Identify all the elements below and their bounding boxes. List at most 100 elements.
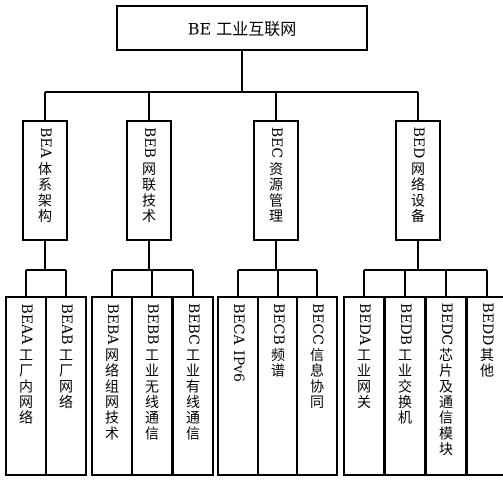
node-label-segment: 片	[439, 364, 453, 380]
node-label-segment: 线	[186, 395, 200, 411]
node-label-segment: 工	[398, 348, 412, 364]
node-label-segment: IPv6	[230, 350, 246, 382]
node-label-segment: 网	[59, 379, 73, 395]
node-label-segment: 架	[38, 193, 52, 209]
node-label-segment: 谱	[271, 364, 285, 380]
node-label-segment: 业	[145, 364, 159, 380]
category-node-box	[126, 120, 172, 241]
child-node-box	[5, 296, 47, 476]
node-label-segment: 信	[145, 426, 159, 442]
child-node-box	[131, 296, 173, 476]
node-label-segment: 通	[186, 411, 200, 427]
node-label-segment: 网	[19, 395, 33, 411]
node-label-segment: 机	[398, 411, 412, 427]
child-node: BEDD 其他BEDD其他	[466, 296, 503, 476]
node-label-segment: BECB	[270, 303, 286, 345]
node-label: BEA 体系架构	[45, 117, 136, 133]
node-label-segment: 厂	[59, 364, 73, 380]
child-node-box	[172, 296, 214, 476]
node-label-segment: 技	[105, 411, 119, 427]
node-label-segment: 有	[186, 379, 200, 395]
node-label-segment: 网	[105, 348, 119, 364]
node-label-segment: 络	[411, 178, 425, 194]
node-label-segment: 网	[411, 162, 425, 178]
node-label-segment: 设	[411, 193, 425, 209]
node-label-segment: 组	[105, 379, 119, 395]
connector-lines	[25, 50, 488, 297]
child-node-box	[217, 296, 259, 476]
node-label-segment: 厂	[19, 364, 33, 380]
node-label: BEB 网联技术	[149, 117, 240, 133]
node-label-segment: 同	[310, 395, 324, 411]
node-label-segment: 备	[411, 208, 425, 225]
node-label: BED 网络设备	[418, 116, 503, 133]
root-node-box	[116, 5, 368, 51]
node-label-segment: 工	[186, 348, 200, 364]
node-label-segment: 线	[145, 395, 159, 411]
node-label-segment: 息	[310, 363, 324, 380]
node-label-segment: 其	[480, 348, 494, 364]
node-label-segment: BEAA	[18, 304, 34, 346]
node-label-segment: 通	[439, 395, 453, 411]
child-node: BEAA 工厂内网络BEAA工厂内网络	[5, 296, 47, 476]
node-label-segment: 信	[186, 426, 200, 442]
node-label-segment: 网	[357, 379, 371, 395]
node-label: BEC 资源管理	[276, 117, 368, 133]
node-label-segment: 芯	[439, 348, 453, 364]
node-label-segment: 块	[439, 442, 453, 458]
node-label-segment: BEBA	[104, 303, 120, 345]
node-label-segment: 管	[269, 193, 283, 209]
node-label-segment: 工	[145, 348, 159, 364]
node-label-segment: 业	[398, 364, 412, 380]
node-label-segment: 网	[105, 395, 119, 411]
root-node-label: BE 工业互联网	[188, 20, 297, 39]
child-node: BECB 频谱BECB频谱	[257, 296, 299, 476]
node-label-segment: BEA	[37, 127, 53, 159]
child-node: BEBA 网络组网技术BEBA网络组网技术	[91, 296, 133, 476]
node-label-segment: 关	[357, 395, 371, 411]
node-label-segment: 业	[357, 364, 371, 380]
node-label-segment: 频	[271, 348, 285, 364]
child-node: BEDC 芯片及通信模块BEDC芯片及通信模块	[425, 296, 467, 476]
child-node: BECC 信息协同BECC信息协同	[296, 296, 338, 476]
node-label-segment: BECA	[230, 303, 246, 345]
node-label-segment: 体	[38, 162, 52, 178]
node-label-segment: 换	[398, 394, 412, 411]
node-label-segment: 联	[142, 178, 156, 194]
category-node-box	[22, 120, 68, 241]
node-label-segment: 内	[19, 379, 33, 395]
node-label-segment: 及	[439, 379, 453, 395]
node-label-segment: BEAB	[58, 303, 74, 344]
node-label-segment: 络	[19, 411, 33, 427]
node-label-segment: 术	[142, 209, 156, 225]
node-label-segment: 构	[38, 209, 52, 225]
node-label-segment: 信	[439, 411, 453, 427]
child-node: BEDB 工业交换机BEDB工业交换机	[384, 296, 426, 476]
node-label-segment: 源	[269, 178, 283, 194]
node-label-segment: 资	[269, 162, 283, 178]
node-label-segment: 理	[269, 209, 283, 225]
child-node: BECA IPv6BECAIPv6	[217, 296, 259, 476]
child-node-box	[296, 296, 338, 476]
node-label-segment: 工	[59, 348, 73, 364]
node-label-segment: 业	[186, 364, 200, 380]
category-node-box	[253, 120, 299, 241]
node-label-segment: BED	[410, 127, 426, 159]
node-label-segment: 技	[142, 193, 156, 209]
node-label-segment: 通	[145, 411, 159, 427]
node-label-segment: BEB	[141, 127, 157, 158]
node-label-segment: 模	[439, 426, 453, 442]
node-label-segment: BECC	[309, 303, 325, 345]
node-label-segment: 络	[105, 364, 119, 380]
child-node-box	[91, 296, 133, 476]
node-label-segment: 工	[357, 348, 371, 364]
node-label-segment: 他	[480, 364, 494, 380]
node-label-segment: BEDC	[438, 303, 454, 345]
child-node: BEAB 工厂网络BEAB工厂网络	[45, 296, 87, 476]
